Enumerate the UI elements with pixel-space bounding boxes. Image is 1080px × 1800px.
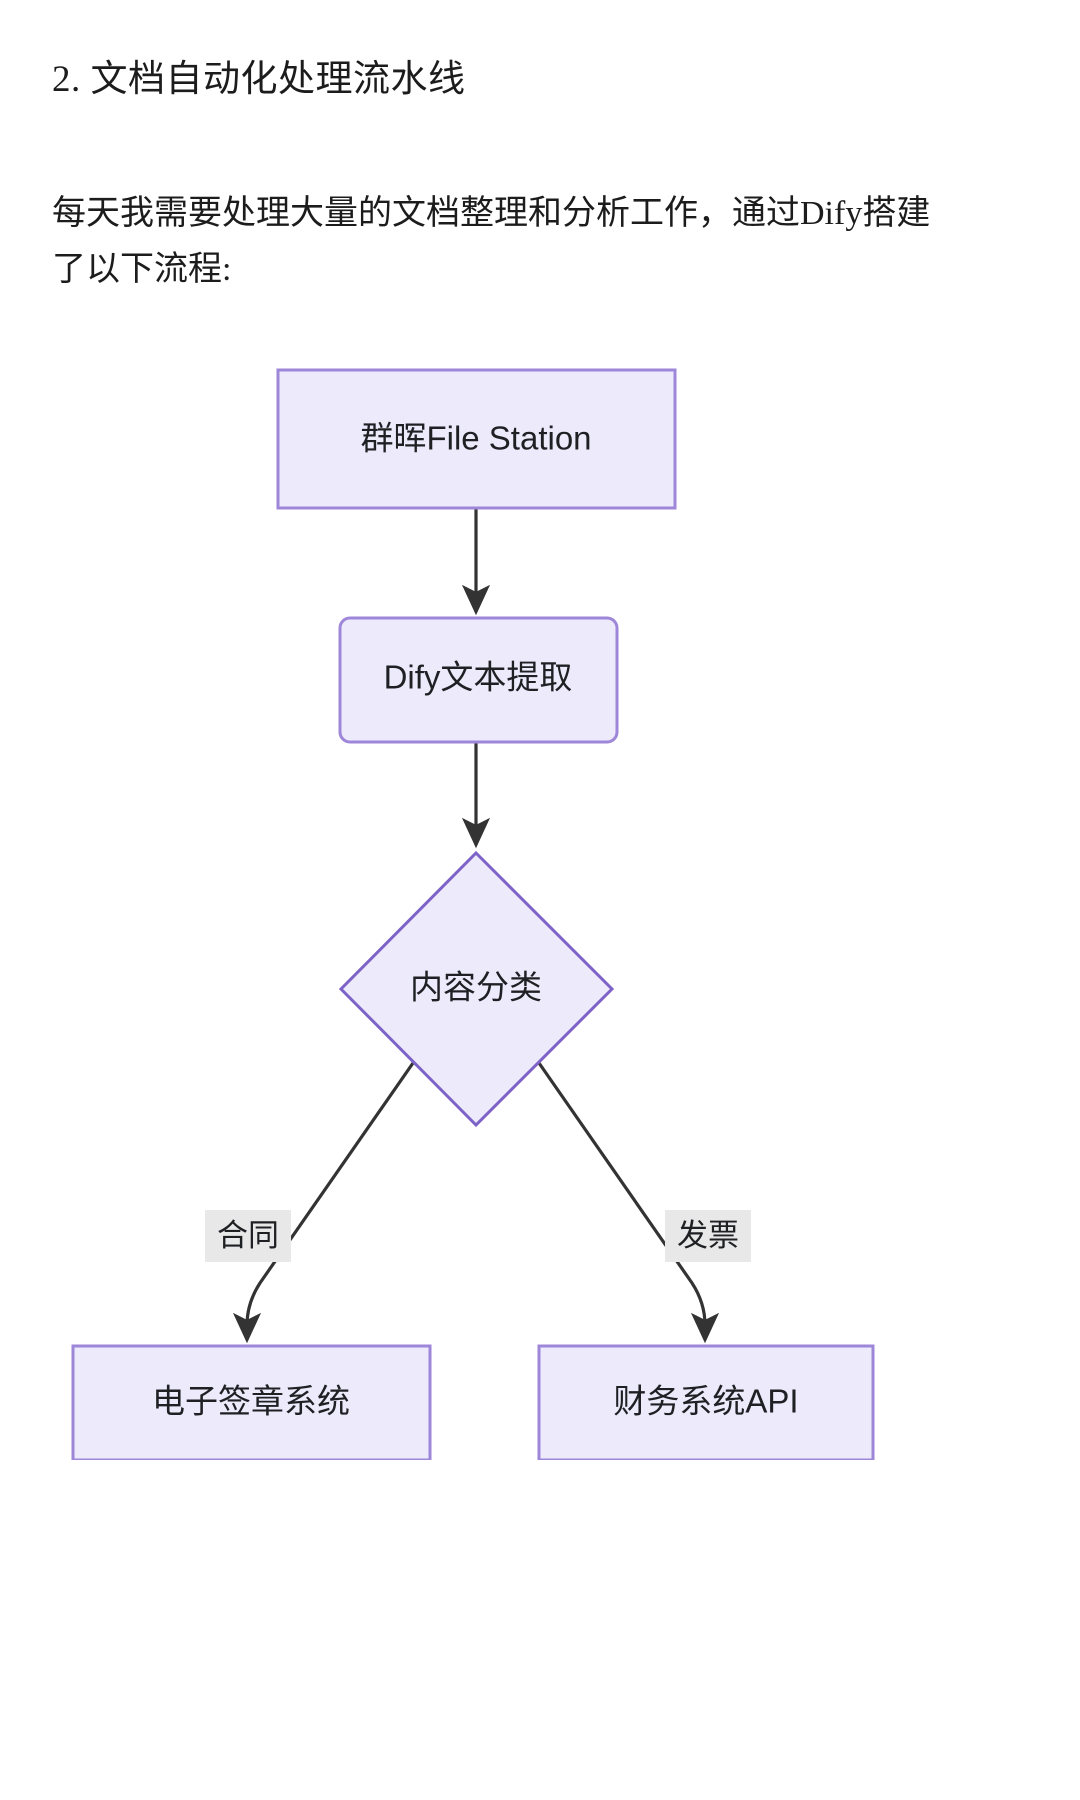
edge-label-contract: 合同	[205, 1210, 291, 1262]
edge-label-contract-text: 合同	[217, 1218, 279, 1253]
node-extract[interactable]: Dify文本提取	[338, 616, 619, 744]
node-classify-label: 内容分类	[410, 969, 542, 1006]
node-source[interactable]: 群晖File Station	[276, 368, 677, 510]
node-finance-label: 财务系统API	[613, 1383, 798, 1420]
node-classify[interactable]: 内容分类	[338, 850, 615, 1128]
page-heading: 2. 文档自动化处理流水线	[52, 59, 466, 100]
node-extract-label: Dify文本提取	[384, 659, 573, 696]
node-source-label: 群晖File Station	[360, 420, 591, 457]
node-sign-label: 电子签章系统	[152, 1383, 350, 1420]
edge-classify-to-finance	[537, 1062, 720, 1344]
node-sign[interactable]: 电子签章系统	[71, 1344, 432, 1460]
edge-classify-to-sign	[232, 1062, 415, 1344]
edge-label-invoice: 发票	[665, 1210, 751, 1262]
intro-paragraph: 每天我需要处理大量的文档整理和分析工作，通过Dify搭建了以下流程:	[52, 195, 931, 288]
flowchart-diagram: 合同 发票 群晖File Station Dify文本提取 内容分类	[0, 340, 1080, 1460]
edge-label-invoice-text: 发票	[677, 1218, 739, 1253]
node-finance[interactable]: 财务系统API	[537, 1344, 875, 1460]
